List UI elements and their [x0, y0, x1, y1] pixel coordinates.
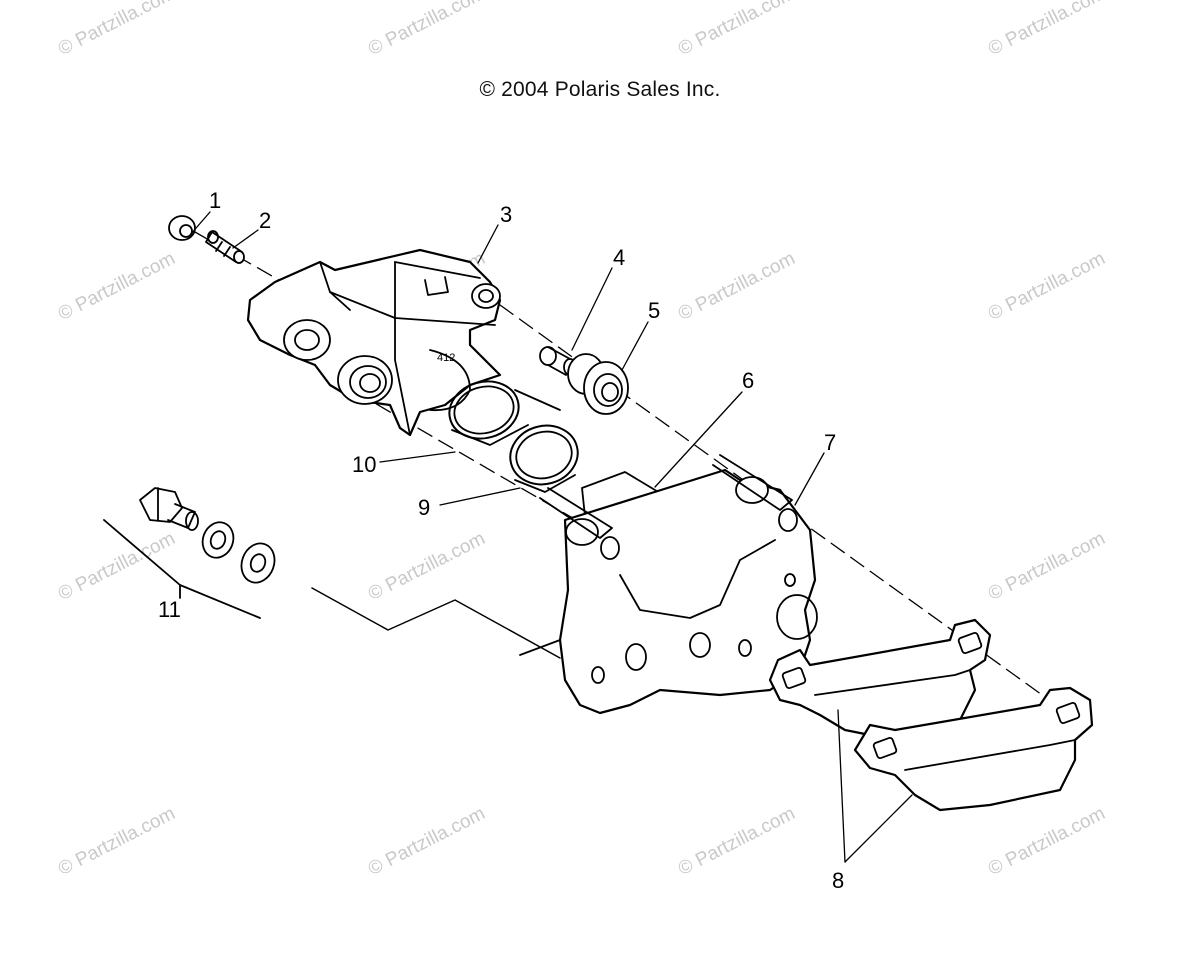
callout-labels: 1 2 3 4 5 6 7 8 9 10 11	[158, 188, 844, 893]
callout-10: 10	[352, 452, 376, 477]
copyright-notice: © 2004 Polaris Sales Inc.	[479, 78, 721, 101]
callout-5: 5	[648, 298, 660, 323]
part-5-pin-boot	[567, 353, 629, 415]
part-10-piston-seal	[448, 380, 561, 446]
callout-1: 1	[209, 188, 221, 213]
callout-7: 7	[824, 430, 836, 455]
callout-9: 9	[418, 495, 430, 520]
callout-4: 4	[613, 245, 625, 270]
callout-6: 6	[742, 368, 754, 393]
callout-2: 2	[259, 208, 271, 233]
part-11-bolt-and-washers	[103, 487, 276, 619]
leader-lines	[189, 211, 913, 863]
callout-11: 11	[158, 597, 181, 622]
caliper-marking: 412	[437, 352, 455, 364]
part-7-caliper-bracket	[519, 454, 818, 715]
part-8-brake-pads	[768, 618, 1094, 812]
callout-8: 8	[832, 868, 844, 893]
part-1-bleeder-cap	[168, 215, 196, 241]
part-9-dust-seal	[509, 424, 579, 493]
callout-3: 3	[500, 202, 512, 227]
part-3-caliper-body: 412	[246, 248, 502, 437]
part-2-bleeder-screw	[205, 230, 245, 264]
